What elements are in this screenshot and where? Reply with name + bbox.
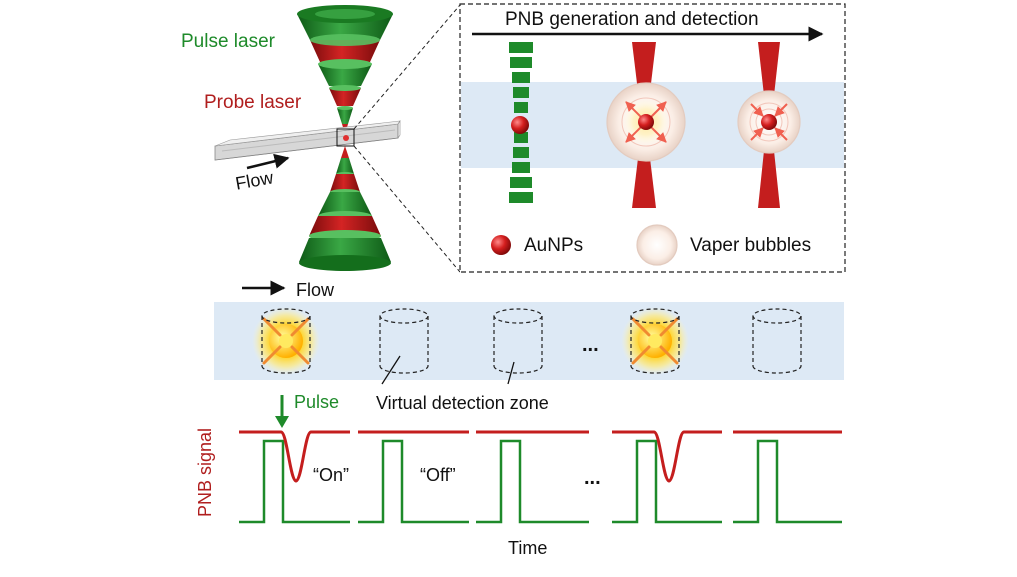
pulse-arrow-head <box>275 416 289 428</box>
probe-beam-lower-2 <box>758 122 780 208</box>
flow-arrow-top <box>246 153 290 170</box>
aunp-particle <box>511 116 529 134</box>
probe-beam-lower <box>632 125 656 208</box>
pulse-beam-segmented <box>509 42 533 203</box>
off-label: “Off” <box>420 465 456 485</box>
detection-zone-off <box>379 308 429 374</box>
signal-segment-off <box>733 430 842 524</box>
legend-bubble-icon <box>636 224 678 266</box>
detection-zone-on <box>621 307 689 375</box>
inset-panel <box>459 3 846 273</box>
flow-label-mid: Flow <box>296 280 335 300</box>
lower-laser-cones <box>299 146 391 271</box>
pulse-laser-label: Pulse laser <box>181 31 275 52</box>
upper-laser-cones <box>297 5 393 134</box>
signal-segment-off <box>476 430 589 524</box>
signal-ellipsis: ... <box>584 467 601 489</box>
inset-title: PNB generation and detection <box>505 9 759 30</box>
legend-aunps-label: AuNPs <box>524 235 584 256</box>
signal-segment-on <box>612 430 722 524</box>
zones-ellipsis: ... <box>582 334 599 356</box>
zoom-line-top <box>353 4 461 130</box>
vapor-bubble-shrinking <box>737 90 801 154</box>
detection-channel <box>214 280 844 385</box>
legend-bubbles-label: Vaper bubbles <box>690 235 812 256</box>
zone-pointer-1 <box>381 355 401 385</box>
detection-zone-off <box>752 308 802 374</box>
detection-zone-on <box>252 307 320 375</box>
probe-laser-label: Probe laser <box>204 92 302 113</box>
signal-segment-off <box>358 430 469 524</box>
flow-channel <box>214 120 401 161</box>
laser-setup <box>214 4 461 273</box>
signal-traces <box>239 430 842 524</box>
x-axis-label: Time <box>508 538 548 558</box>
pulse-label: Pulse <box>294 392 340 412</box>
vapor-bubble-large <box>606 82 686 162</box>
on-label: “On” <box>313 465 349 485</box>
virtual-zone-label: Virtual detection zone <box>376 393 549 413</box>
zones-group <box>252 307 802 375</box>
y-axis-label: PNB signal <box>195 427 215 517</box>
zone-pointer-2 <box>507 361 515 385</box>
probe-beam-upper-2 <box>758 42 780 122</box>
signal-segment-on <box>239 430 350 524</box>
signal-plot <box>239 395 842 524</box>
detection-zone-off <box>493 308 543 374</box>
legend-aunp-icon <box>491 235 511 255</box>
